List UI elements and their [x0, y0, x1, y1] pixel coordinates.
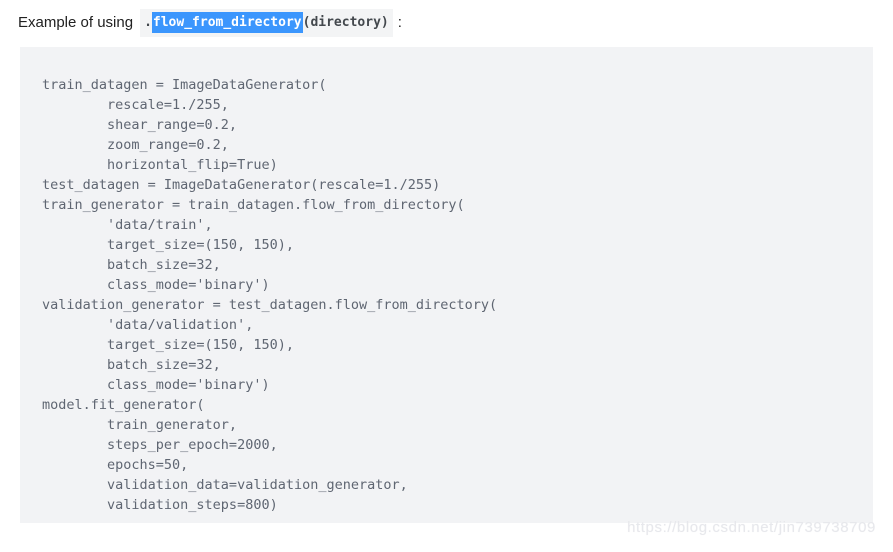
inline-code-after-highlight: (directory) — [302, 15, 389, 30]
inline-code-before-highlight: . — [144, 15, 152, 30]
watermark: https://blog.csdn.net/jin739738709 — [627, 519, 876, 536]
example-heading: Example of using.flow_from_directory(dir… — [18, 9, 402, 37]
highlighted-text: flow_from_directory — [151, 12, 303, 33]
inline-code: .flow_from_directory(directory) — [140, 9, 393, 37]
code-block: train_datagen = ImageDataGenerator( resc… — [20, 47, 873, 523]
heading-prefix-text: Example of using — [18, 14, 134, 31]
heading-suffix-text: : — [397, 14, 402, 31]
